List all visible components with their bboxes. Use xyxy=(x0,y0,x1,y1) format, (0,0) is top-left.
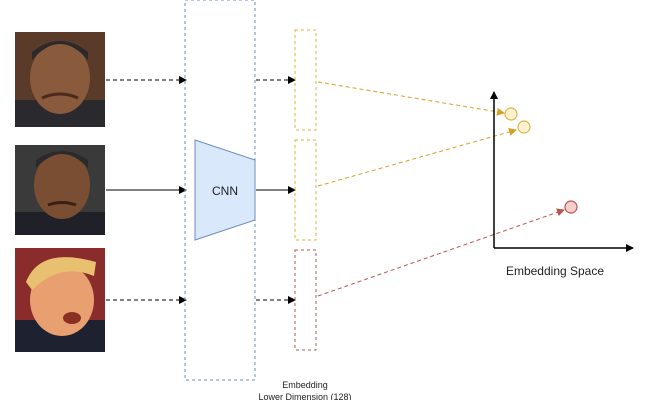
embedding-vector-2 xyxy=(294,139,317,241)
projection-arrow-1 xyxy=(317,81,505,116)
face-photo-3 xyxy=(15,248,105,352)
embedding-point-2 xyxy=(517,120,531,134)
embedding-point-3 xyxy=(564,200,578,214)
embedding-space-label: Embedding Space xyxy=(506,264,604,278)
embedding-vector-1 xyxy=(294,29,317,131)
embedding-caption-line1: Embedding xyxy=(282,380,328,390)
embedding-caption-line2: Lower Dimension (128) xyxy=(258,392,351,400)
face-photo-2 xyxy=(15,145,105,235)
embedding-vector-3 xyxy=(294,249,317,351)
face-photo-1 xyxy=(15,32,105,127)
cnn-label: CNN xyxy=(212,184,238,198)
projection-arrow-2 xyxy=(317,128,517,187)
embedding-point-1 xyxy=(504,107,518,121)
cnn-block xyxy=(194,139,256,241)
projection-arrow-3 xyxy=(317,208,565,297)
